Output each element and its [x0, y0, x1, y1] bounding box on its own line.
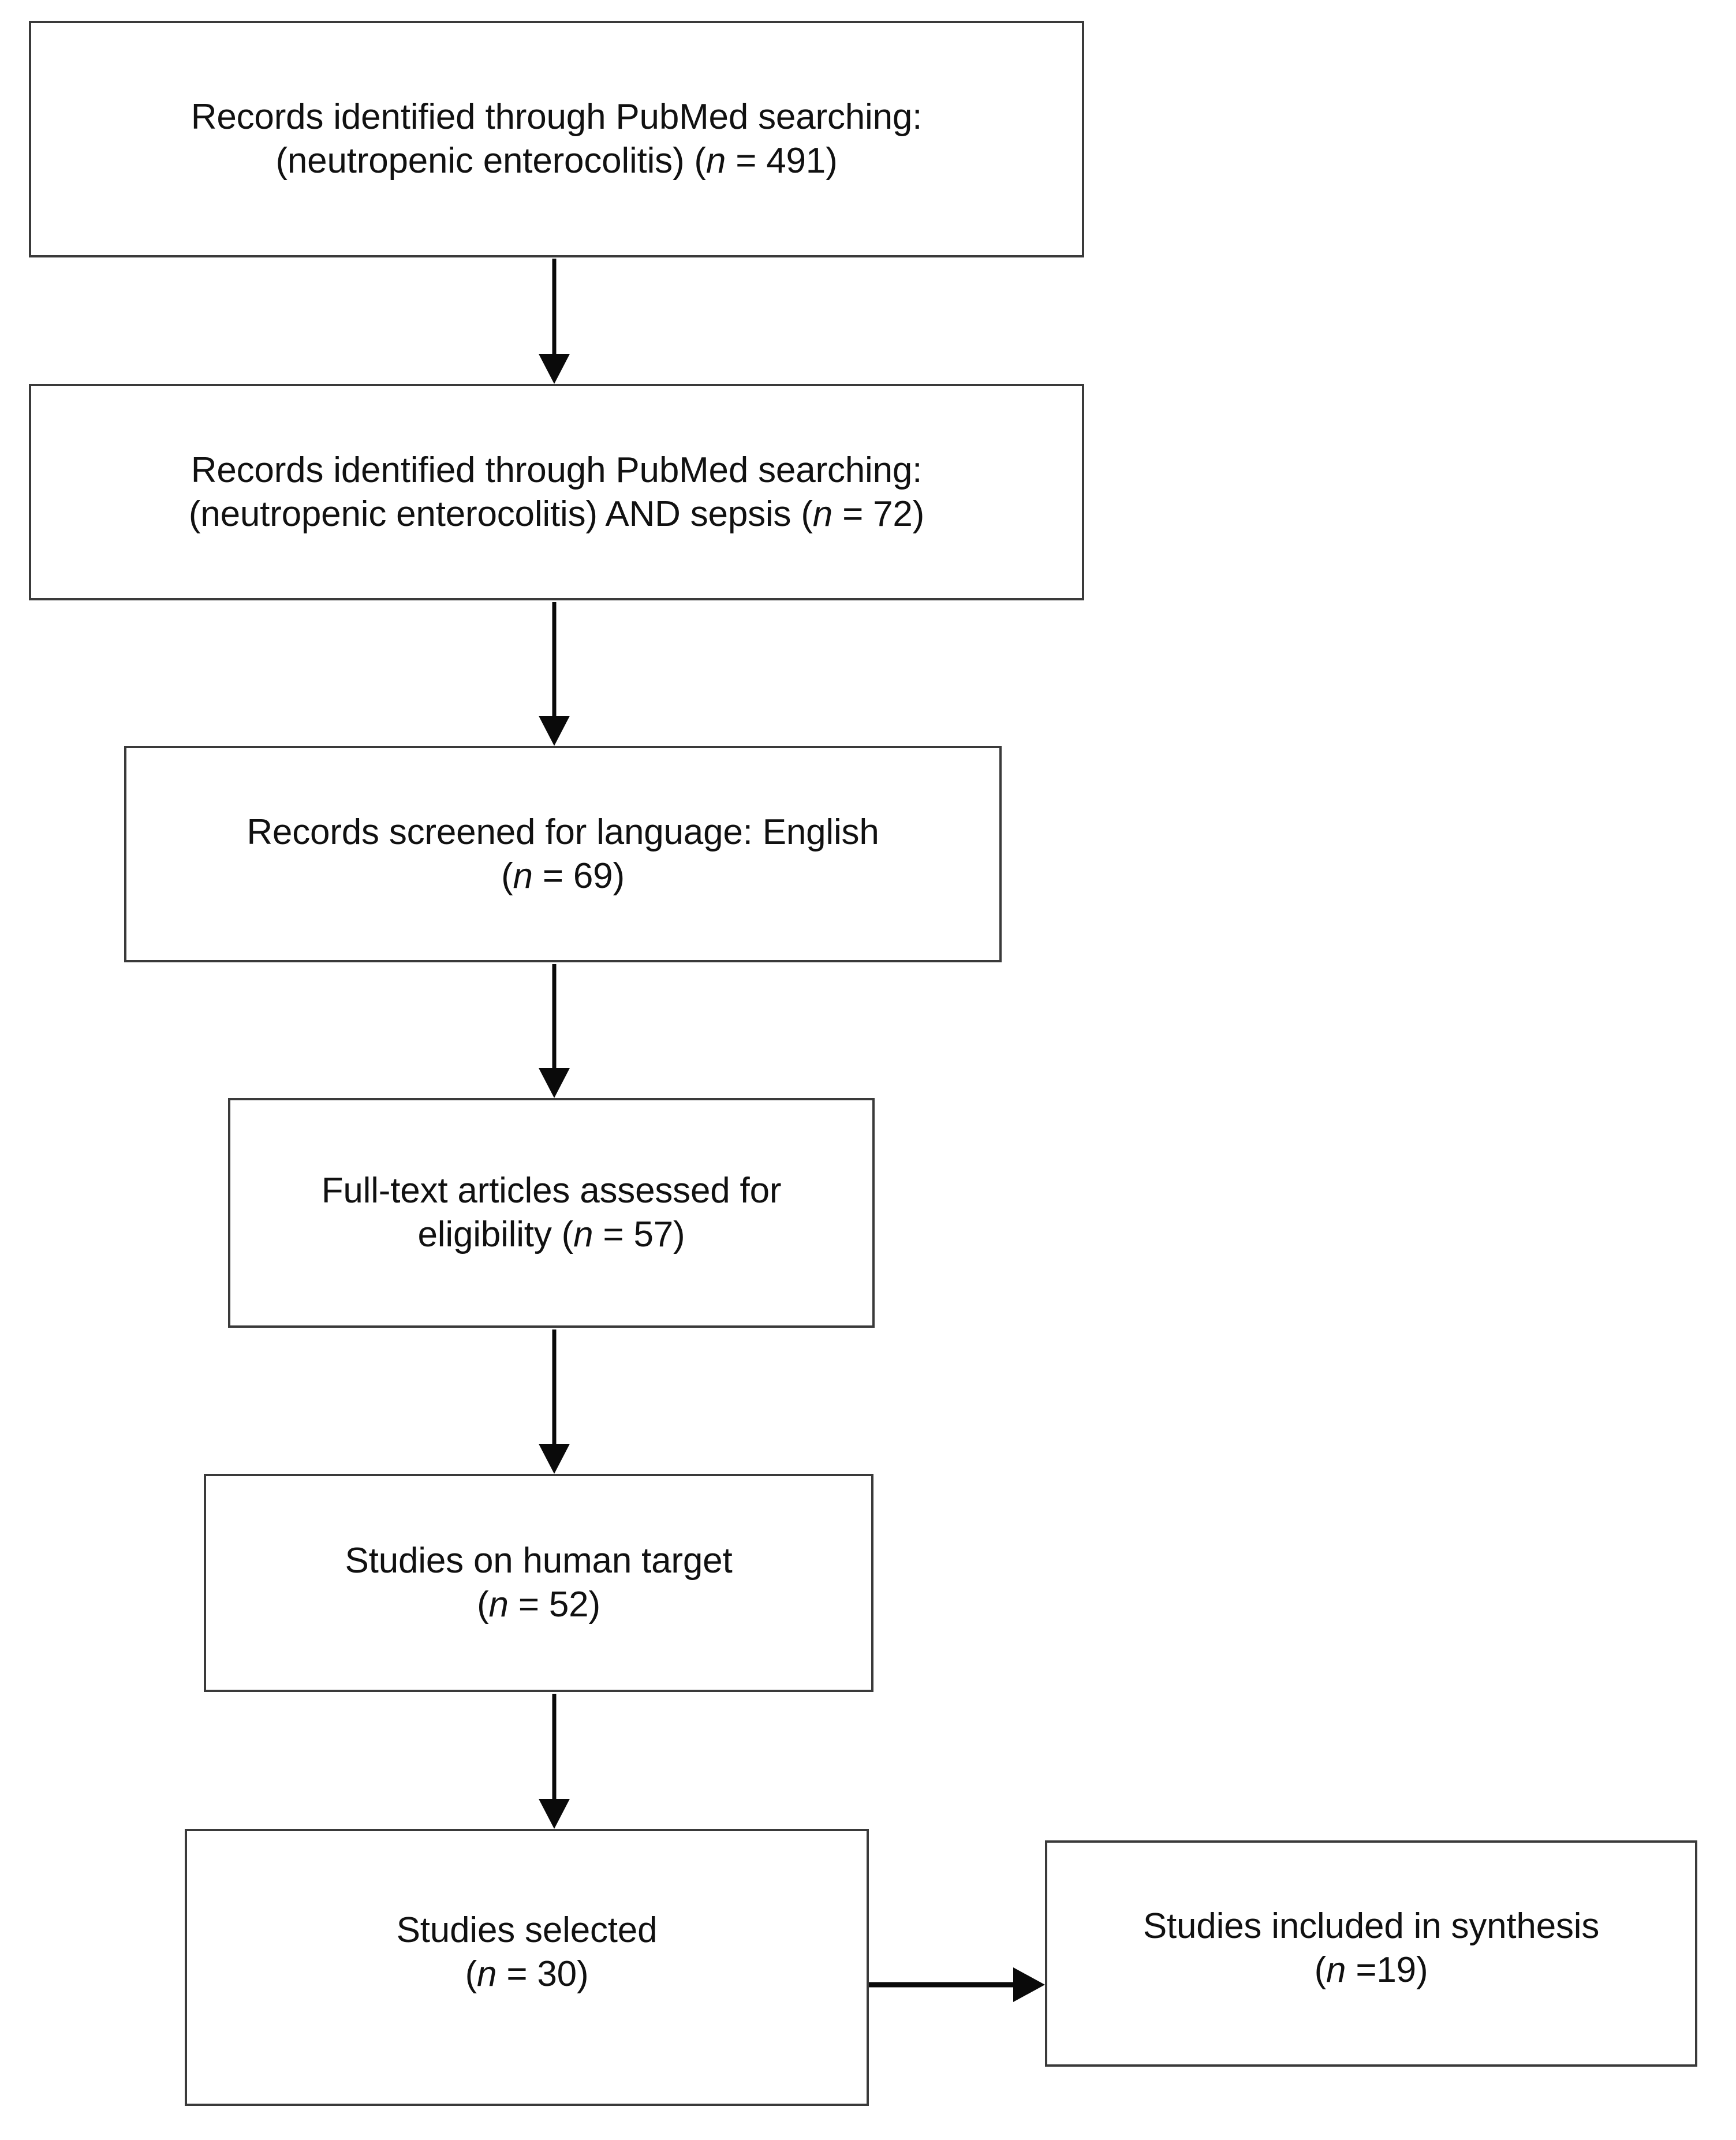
node-line-2-italic-n: n: [812, 494, 833, 534]
node-line-2: (n = 69): [501, 854, 625, 898]
arrow-shaft: [552, 259, 557, 354]
node-line-2-pre: (: [1314, 1950, 1327, 1990]
node-records-identified-sepsis: Records identified through PubMed search…: [29, 384, 1084, 600]
node-line-2-post: = 491): [726, 141, 838, 181]
node-line-1: Records identified through PubMed search…: [191, 450, 923, 490]
arrow-head: [539, 1068, 570, 1098]
node-text-block: Studies on human target (n = 52): [345, 1539, 733, 1626]
node-studies-human-target: Studies on human target (n = 52): [204, 1474, 873, 1692]
node-records-screened-language: Records screened for language: English (…: [124, 746, 1002, 962]
node-studies-included-in-synthesis: Studies included in synthesis (n =19): [1045, 1840, 1697, 2067]
arrow-head: [1013, 1967, 1045, 2002]
node-line-2-italic-n: n: [477, 1954, 497, 1994]
node-line-1: Studies on human target: [345, 1541, 733, 1581]
node-line-2: (neutropenic enterocolitis) (n = 491): [275, 139, 837, 183]
arrow-head: [539, 1799, 570, 1829]
node-line-2-pre: eligibility (: [417, 1215, 574, 1254]
node-line-1: Studies selected: [396, 1910, 658, 1951]
arrow-head: [539, 354, 570, 384]
arrow-shaft: [552, 602, 557, 716]
node-line-2-post: = 57): [593, 1215, 685, 1254]
node-line-2-pre: (: [465, 1954, 477, 1994]
node-line-2-pre: (neutropenic enterocolitis) (: [275, 141, 706, 181]
node-line-2: (n = 30): [465, 1952, 589, 1996]
node-line-2-post: = 30): [496, 1954, 589, 1994]
node-studies-selected: Studies selected (n = 30): [185, 1829, 869, 2106]
node-line-1: Records screened for language: English: [247, 812, 879, 852]
node-text-block: Studies selected (n = 30): [397, 1909, 658, 1996]
node-line-2-italic-n: n: [488, 1585, 509, 1624]
node-text-block: Records identified through PubMed search…: [189, 449, 924, 536]
node-line-2-pre: (neutropenic enterocolitis) AND sepsis (: [188, 494, 813, 534]
node-text-block: Studies included in synthesis (n =19): [1143, 1904, 1600, 1992]
node-line-2-italic-n: n: [573, 1215, 593, 1254]
node-line-2-post: =19): [1346, 1950, 1428, 1990]
node-line-2-italic-n: n: [1326, 1950, 1346, 1990]
node-text-block: Records screened for language: English (…: [247, 811, 879, 898]
node-line-2-post: = 52): [508, 1585, 600, 1624]
node-line-1: Records identified through PubMed search…: [191, 97, 923, 137]
node-line-1: Studies included in synthesis: [1143, 1906, 1600, 1947]
node-line-2: eligibility (n = 57): [418, 1213, 685, 1257]
node-line-2: (n = 52): [477, 1583, 600, 1627]
arrow-shaft: [552, 964, 557, 1068]
arrow-head: [539, 716, 570, 746]
node-line-1: Full-text articles assessed for: [321, 1171, 782, 1211]
node-line-2-italic-n: n: [513, 856, 533, 896]
arrow-shaft: [552, 1694, 557, 1799]
node-line-2-pre: (: [477, 1585, 489, 1624]
node-line-2: (neutropenic enterocolitis) AND sepsis (…: [189, 492, 924, 536]
node-line-2: (n =19): [1315, 1948, 1428, 1992]
node-line-2-pre: (: [501, 856, 513, 896]
arrow-shaft: [869, 1982, 1013, 1988]
arrow-head: [539, 1444, 570, 1474]
node-text-block: Full-text articles assessed for eligibil…: [322, 1169, 782, 1256]
node-fulltext-articles-eligibility: Full-text articles assessed for eligibil…: [228, 1098, 875, 1328]
node-line-2-post: = 69): [532, 856, 625, 896]
arrow-shaft: [552, 1329, 557, 1444]
node-records-identified-primary: Records identified through PubMed search…: [29, 21, 1084, 257]
node-text-block: Records identified through PubMed search…: [191, 95, 923, 183]
node-line-2-italic-n: n: [705, 141, 726, 181]
node-line-2-post: = 72): [832, 494, 925, 534]
